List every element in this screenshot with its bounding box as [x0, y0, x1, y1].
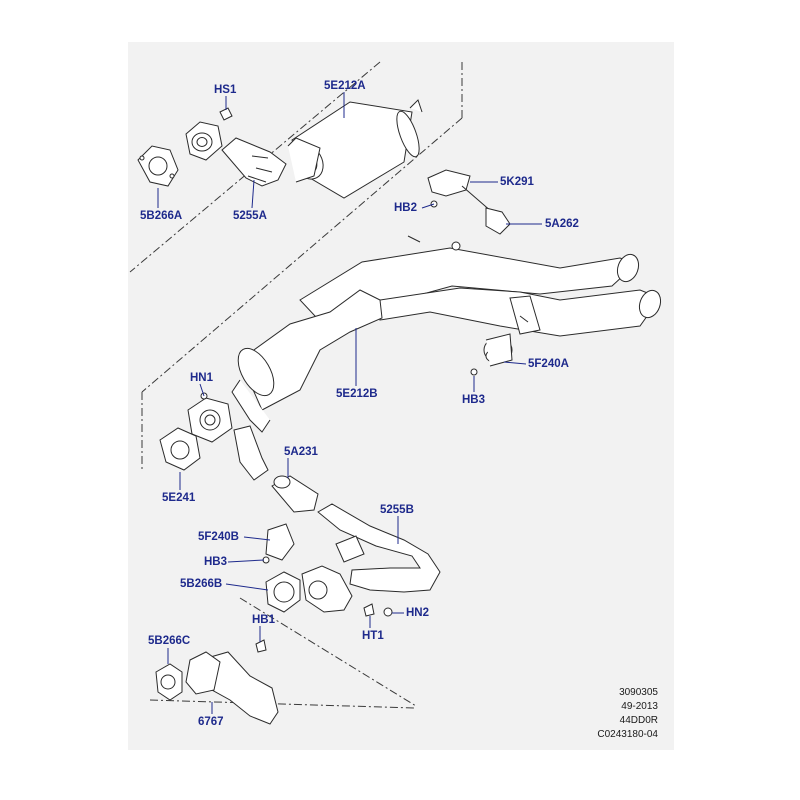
catalytic-converter-lower: [231, 289, 383, 433]
callout-5f240a: 5F240A: [528, 358, 569, 370]
flange-lower: [301, 565, 353, 613]
callout-5e212a: 5E212A: [324, 80, 366, 92]
connecting-pipe-5a231: [233, 425, 319, 513]
callout-hb2: HB2: [394, 202, 418, 214]
mount-5f240a: [470, 333, 513, 376]
sensor-5a262: [485, 207, 511, 235]
gasket-5b266b: [265, 571, 301, 613]
callout-hn2: HN2: [406, 607, 430, 619]
reference-line-1: 3090305: [619, 687, 658, 698]
callout-5a262: 5A262: [545, 218, 579, 230]
downpipe-upper: [185, 121, 287, 187]
gasket-5e241: [159, 427, 201, 471]
callout-5b266a: 5B266A: [140, 210, 183, 222]
mount-5f240b: [262, 523, 295, 564]
callout-6767: 6767: [198, 716, 224, 728]
callout-5e241: 5E241: [162, 492, 196, 504]
leader-lines: [157, 92, 542, 714]
tailpipe-assembly: [299, 235, 662, 337]
reference-line-4: C0243180-04: [597, 729, 658, 740]
reference-line-2: 49-2013: [621, 701, 658, 712]
callout-hb3-lower: HB3: [204, 556, 228, 568]
intermediate-pipe-5255b: [317, 503, 441, 593]
callout-5k291: 5K291: [500, 176, 534, 188]
fastener-ht1: [363, 603, 375, 617]
callout-5f240b: 5F240B: [198, 531, 239, 543]
callout-hb3-upper: HB3: [462, 394, 486, 406]
catalytic-converter-upper: [287, 99, 423, 199]
gasket-5b266c: [155, 663, 183, 701]
callout-5b266b: 5B266B: [180, 578, 223, 590]
flange-hn1: [187, 392, 233, 443]
stud-hs1: [219, 107, 233, 121]
callout-5a231: 5A231: [284, 446, 318, 458]
pipe-6767: [185, 651, 279, 725]
callout-5e212b: 5E212B: [336, 388, 378, 400]
gasket-5b266a: [137, 145, 179, 187]
callout-hb1: HB1: [252, 614, 276, 626]
bracket-5k291: [427, 169, 493, 213]
callout-5255a: 5255A: [233, 210, 267, 222]
stud-hb1: [255, 639, 267, 653]
callout-ht1: HT1: [362, 630, 384, 642]
callout-hs1: HS1: [214, 84, 237, 96]
callout-5255b: 5255B: [380, 504, 414, 516]
reference-line-3: 44DD0R: [619, 715, 658, 726]
callout-hn1: HN1: [190, 372, 214, 384]
fastener-hn2: [383, 607, 393, 617]
callout-5b266c: 5B266C: [148, 635, 191, 647]
